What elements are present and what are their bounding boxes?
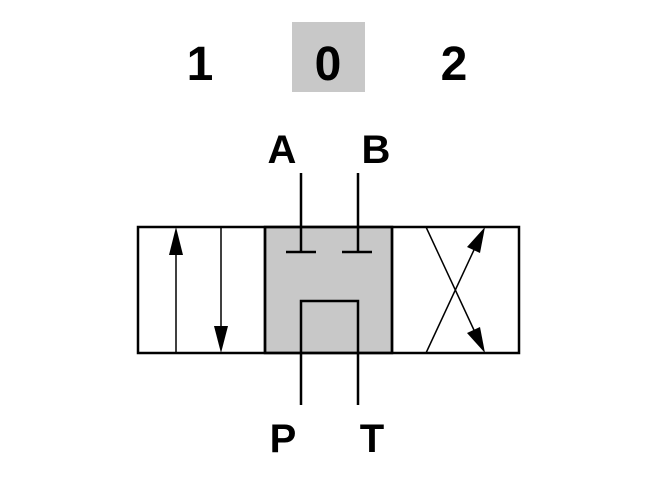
arrow-up-icon (169, 227, 183, 255)
arrow-diag-up-icon (467, 227, 485, 253)
valve-body (136, 225, 521, 355)
cross-line-1 (425, 226, 481, 344)
port-label-a: A (268, 128, 297, 172)
position-label-2: 2 (441, 38, 468, 91)
active-position-highlight (292, 22, 365, 92)
arrow-down-icon (214, 326, 228, 353)
position-label-0: 0 (315, 38, 342, 91)
position-label-1: 1 (187, 38, 214, 91)
port-label-t: T (360, 417, 384, 461)
cross-line-2 (425, 236, 481, 354)
port-label-b: B (362, 128, 391, 172)
center-envelope (263, 225, 394, 355)
arrow-diag-down-icon (467, 327, 485, 353)
p-t-connection (299, 299, 360, 405)
port-label-p: P (270, 417, 297, 461)
